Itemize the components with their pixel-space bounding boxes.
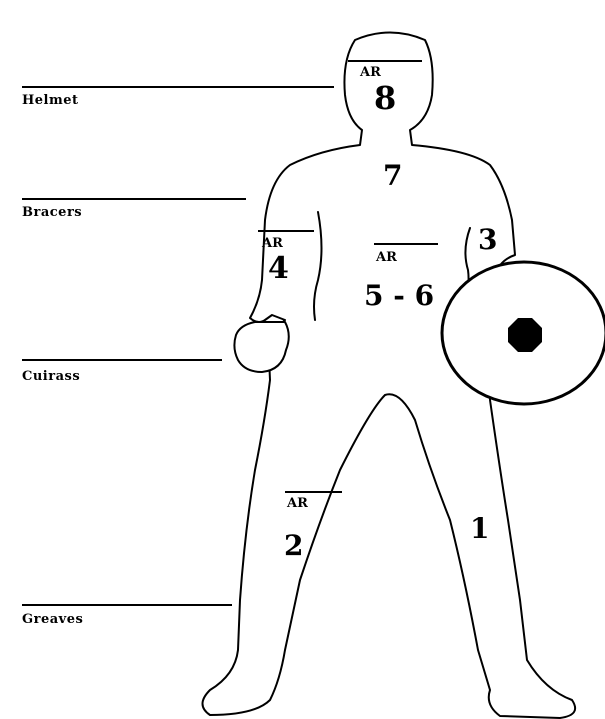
left-arm-location-number: 3	[478, 226, 497, 254]
bracers-label: Bracers	[22, 205, 82, 220]
right-arm-ar-label: AR	[262, 237, 283, 250]
cuirass-label: Cuirass	[22, 369, 80, 384]
left-leg-location-number: 1	[470, 515, 489, 543]
greaves-line	[22, 604, 232, 606]
shield-boss	[508, 318, 542, 352]
chest-location-number: 7	[383, 162, 402, 190]
head-location-number: 8	[374, 82, 396, 114]
helmet-label: Helmet	[22, 93, 79, 108]
right-arm-ar-line	[258, 230, 314, 232]
right-leg-location-number: 2	[284, 532, 303, 560]
head-ar-line	[348, 60, 422, 62]
right-leg-ar-label: AR	[287, 497, 308, 510]
abdomen-ar-line	[374, 243, 438, 245]
bracers-line	[22, 198, 246, 200]
right-leg-ar-line	[285, 491, 342, 493]
helmet-line	[22, 86, 334, 88]
greaves-label: Greaves	[22, 612, 83, 627]
head-ar-label: AR	[360, 66, 381, 79]
right-arm-location-number: 4	[268, 254, 289, 284]
abdomen-location-number: 5 - 6	[364, 282, 434, 310]
cuirass-line	[22, 359, 222, 361]
abdomen-ar-label: AR	[376, 251, 397, 264]
